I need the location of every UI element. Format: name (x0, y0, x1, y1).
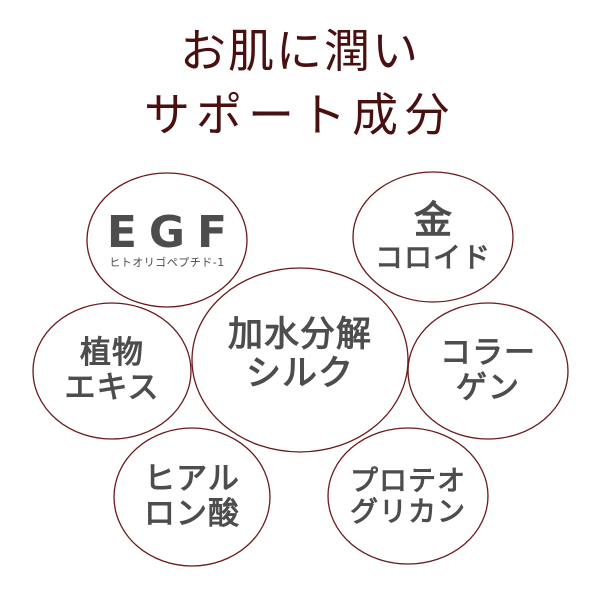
gold-colloid-line-2: コロイド (374, 241, 491, 275)
hydrolyzed-silk-line-1: 加水分解 (227, 314, 372, 355)
egf-subtitle: ヒトオリゴペプチド-1 (109, 255, 225, 269)
ingredient-collagen: コラー ゲン (408, 303, 568, 439)
plant-extract-line-1: 植物 (80, 335, 144, 372)
title-line-2: サポート成分 (144, 88, 456, 142)
circle-egf (86, 172, 248, 308)
collagen-line-2: ゲン (456, 370, 520, 406)
circle-plant-extract (32, 302, 192, 440)
ingredient-egf: EGF ヒトオリゴペプチド-1 (87, 173, 247, 307)
egf-label: EGF (106, 206, 240, 258)
ingredient-gold-colloid: 金 コロイド (353, 172, 513, 302)
hyaluronic-acid-line-2: ロン酸 (144, 496, 240, 532)
circle-gold-colloid (352, 171, 514, 303)
ingredient-plant-extract: 植物 エキス (33, 303, 191, 439)
circle-hydrolyzed-silk (191, 267, 409, 453)
proteoglycan-line-1: プロテオ (349, 463, 466, 497)
hyaluronic-acid-line-1: ヒアル (144, 461, 240, 498)
hydrolyzed-silk-line-2: シルク (245, 354, 354, 394)
gold-colloid-line-1: 金 (413, 198, 452, 243)
circle-hyaluronic-acid (113, 427, 271, 567)
title-line-1: お肌に潤い (180, 24, 420, 78)
plant-extract-line-2: エキス (64, 370, 160, 406)
ingredient-hyaluronic-acid: ヒアル ロン酸 (114, 428, 270, 566)
circle-proteoglycan (327, 427, 489, 565)
ingredient-hydrolyzed-silk: 加水分解 シルク (192, 268, 408, 442)
collagen-line-1: コラー (440, 335, 536, 372)
ingredient-proteoglycan: プロテオ グリカン (328, 428, 488, 564)
circle-collagen (407, 302, 569, 440)
proteoglycan-line-2: グリカン (349, 495, 466, 528)
